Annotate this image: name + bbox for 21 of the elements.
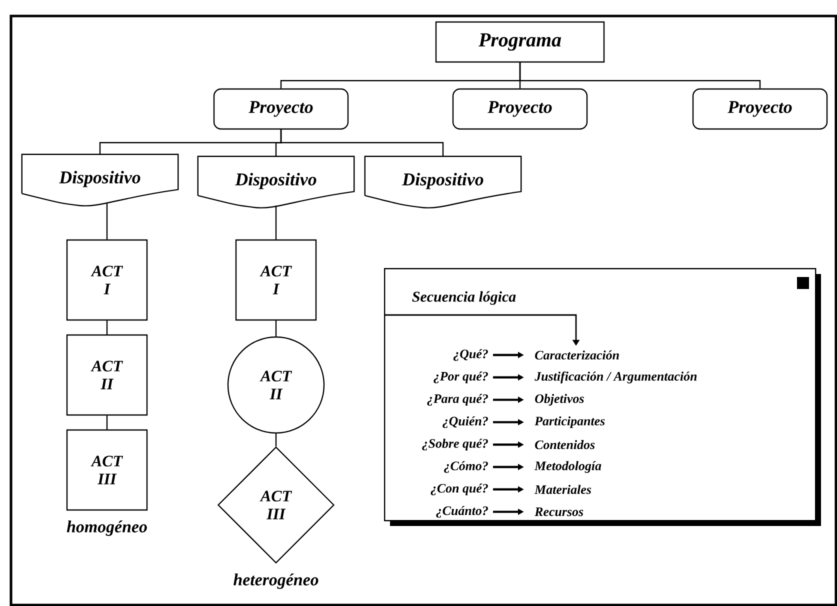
device-document: Dispositivo <box>364 156 522 208</box>
activity-box: ACT III <box>66 429 148 511</box>
column-label: homogéneo <box>66 520 147 536</box>
activity-box: ACT I <box>66 239 148 321</box>
connector-line <box>275 320 277 336</box>
device-document: Dispositivo <box>21 154 179 206</box>
device-document: Dispositivo <box>197 156 355 208</box>
connector-line <box>275 434 277 446</box>
activity-box: ACT II <box>66 334 148 416</box>
program-box: Programa <box>435 21 605 63</box>
project-box: Proyecto <box>692 88 828 130</box>
connector-line <box>106 416 108 430</box>
project-box: Proyecto <box>213 88 349 130</box>
connector-line <box>275 206 277 240</box>
connector-line <box>280 130 444 156</box>
connector-line <box>106 320 108 334</box>
project-box: Proyecto <box>452 88 588 130</box>
connector-line <box>519 62 761 88</box>
column-label: heterogéneo <box>234 574 318 589</box>
activity-box: ACT I <box>235 239 317 321</box>
connector-line <box>106 204 108 240</box>
